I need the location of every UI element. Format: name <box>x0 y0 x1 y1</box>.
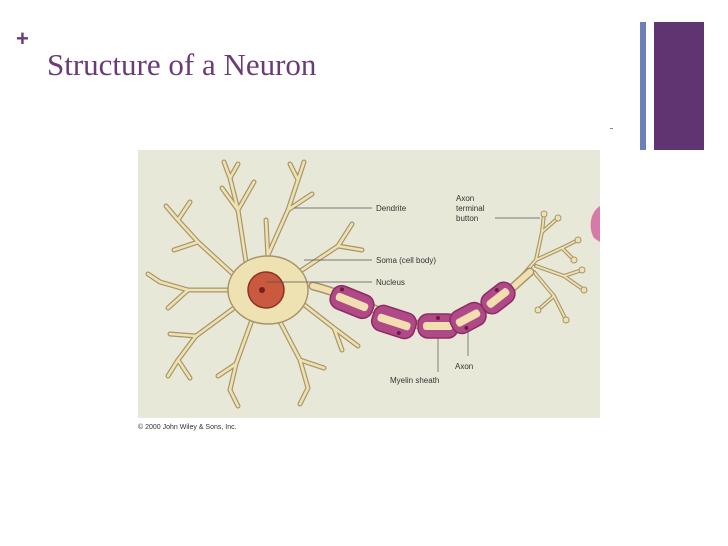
label-myelin-sheath: Myelin sheath <box>390 376 440 385</box>
decorative-mark <box>610 128 613 129</box>
decorative-thick-bar <box>654 22 704 150</box>
label-axon-terminal-line2: terminal <box>456 204 485 213</box>
label-dendrite: Dendrite <box>376 204 407 213</box>
target-cell <box>590 206 600 242</box>
slide-bullet-plus: + <box>16 26 29 51</box>
label-axon: Axon <box>455 362 474 371</box>
decorative-thin-bar <box>640 22 646 150</box>
myelin-sheath-segments <box>329 281 516 340</box>
slide-title: Structure of a Neuron <box>47 47 317 82</box>
figure-copyright: © 2000 John Wiley & Sons, Inc. <box>138 424 237 431</box>
neuron-diagram: Dendrite Axon terminal button Soma (cell… <box>138 150 600 418</box>
myelin-segment-1 <box>329 284 375 320</box>
neuron-illustration <box>145 159 600 409</box>
label-axon-terminal-line1: Axon <box>456 194 475 203</box>
terminal-buttons <box>534 210 588 324</box>
axon-terminal-branches <box>520 212 586 322</box>
label-nucleus: Nucleus <box>376 278 405 287</box>
myelin-segment-2 <box>370 304 418 340</box>
label-axon-terminal-line3: button <box>456 214 479 223</box>
label-soma: Soma (cell body) <box>376 256 437 265</box>
leader-lines <box>266 207 540 372</box>
nucleus <box>247 271 285 309</box>
myelin-segment-5 <box>480 281 516 315</box>
myelin-segment-4 <box>449 301 487 335</box>
